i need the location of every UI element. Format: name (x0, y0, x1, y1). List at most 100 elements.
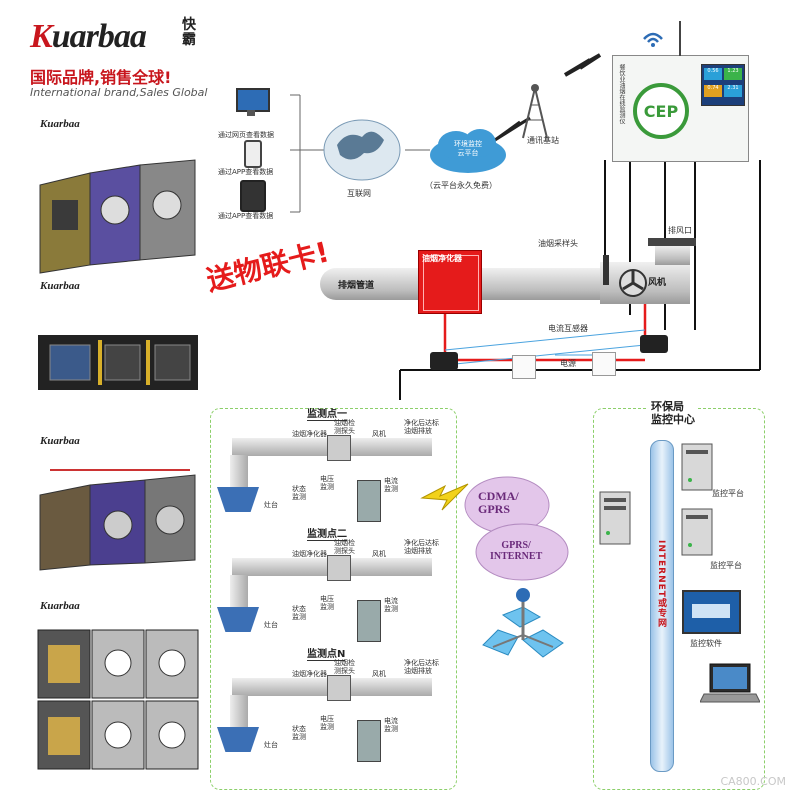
network-clouds (464, 476, 569, 581)
brand-slogan-en: International brand,Sales Global (30, 86, 208, 99)
monitor-reading-2: 1.23 (724, 68, 742, 80)
exhaust-pipe-label: 排烟管道 (338, 281, 375, 291)
internet-pillar-label: INTERNET或专网 (656, 540, 666, 628)
sampler-probe (603, 255, 609, 285)
site-fan-label: 风机 (372, 670, 386, 678)
platform1-label: 监控平台 (712, 489, 744, 498)
product-thumbnails: Kuarbaa Kuarbaa Kuarbaa Kuarbaa (30, 110, 205, 790)
monitoring-site-2: 监测点二 油烟净化器 油烟检 测探头 风机 净化后达标 油烟排放 状态 监测 电… (212, 525, 452, 647)
internet-pillar (650, 440, 674, 772)
site-standard-label: 净化后达标 油烟排放 (404, 659, 439, 675)
cloud-platform-icon (430, 129, 506, 173)
fan-icon (619, 269, 647, 297)
product-image-4 (37, 629, 199, 770)
thumb-logo-1: Kuarbaa (40, 118, 80, 130)
site-voltage-label: 电压 监测 (320, 715, 334, 731)
gprs-internet-label: GPRS/ INTERNET (490, 540, 543, 562)
duct-outlet (655, 245, 690, 265)
site-purifier-label: 油烟净化器 (292, 670, 327, 678)
outlet-label: 排风口 (668, 226, 692, 235)
purifier-box (418, 250, 482, 314)
socket-right (592, 352, 616, 376)
phone-device (244, 140, 262, 168)
laptop-icon (700, 663, 760, 703)
site-standard-label: 净化后达标 油烟排放 (404, 539, 439, 555)
site-standard-label: 净化后达标 油烟排放 (404, 419, 439, 435)
base-station-icon (522, 84, 548, 139)
product-image-1 (39, 159, 196, 274)
site-current-label: 电流 监测 (384, 717, 398, 733)
brand: Kuarbaa 快 霸 国际品牌,销售全球! International bra… (30, 17, 210, 100)
globe-icon (323, 119, 401, 181)
site-probe-label: 油烟检 测探头 (334, 659, 355, 675)
monitor-reading-3: 0.74 (704, 85, 722, 97)
site-current-label: 电流 监测 (384, 597, 398, 613)
site-voltage-label: 电压 监测 (320, 595, 334, 611)
monitor-name-vertical: 餐饮业油烟在线监测仪 (618, 64, 625, 124)
site-title: 监测点一 (307, 405, 347, 421)
brand-slogan-cn: 国际品牌,销售全球! (30, 68, 172, 87)
monitor-instrument: CEP 餐饮业油烟在线监测仪 0.56 1.23 0.74 2.31 (612, 21, 749, 162)
monitoring-sites-panel (210, 408, 457, 790)
site-title: 监测点二 (307, 525, 347, 541)
antenna-hub-icon (482, 588, 564, 658)
internet-label: 互联网 (347, 189, 371, 198)
brand-logo-text: uarbaa (51, 18, 147, 55)
svg-text:CEP: CEP (644, 102, 679, 121)
site-probe-label: 油烟检 测探头 (334, 539, 355, 555)
server-icon-platform2 (681, 508, 713, 556)
watermark: CA800.COM (720, 775, 786, 788)
product-image-3 (39, 469, 196, 571)
brand-logo-cn: 快 霸 (182, 17, 196, 48)
tablet-device (240, 180, 266, 212)
site-fan-label: 风机 (372, 430, 386, 438)
site-purifier-label: 油烟净化器 (292, 430, 327, 438)
monitoring-site-1: 监测点一 油烟净化器 油烟检 测探头 风机 净化后达标 油烟排放 状态 监测 电… (212, 405, 452, 527)
site-voltage-label: 电压 监测 (320, 475, 334, 491)
cdma-gprs-label: CDMA/ GPRS (478, 489, 519, 516)
software-label: 监控软件 (690, 639, 722, 648)
cep-logo-icon: CEP (633, 83, 689, 139)
site-status-label: 状态 监测 (292, 605, 306, 621)
server-icon-main (599, 491, 631, 545)
site-purifier-label: 油烟净化器 (292, 550, 327, 558)
monitoring-site-n: 监测点N 油烟净化器 油烟检 测探头 风机 净化后达标 油烟排放 状态 监测 电… (212, 645, 452, 767)
site-stove-label: 灶台 (264, 501, 278, 509)
socket-left (512, 355, 536, 379)
site-current-label: 电流 监测 (384, 477, 398, 493)
site-stove-label: 灶台 (264, 621, 278, 629)
site-status-label: 状态 监测 (292, 725, 306, 741)
cloud-platform-title: 环境监控 云平台 (454, 140, 482, 157)
outlet-cap (648, 238, 696, 246)
site-fan-label: 风机 (372, 550, 386, 558)
site-stove-label: 灶台 (264, 741, 278, 749)
fan-label: 风机 (648, 278, 667, 288)
thumb-logo-4: Kuarbaa (40, 600, 80, 612)
cloud-platform-note: （云平台永久免费） (425, 181, 497, 190)
sampler-label: 油烟采样头 (538, 239, 578, 248)
access-label-web: 通过网页查看数据 (218, 131, 274, 139)
site-title: 监测点N (307, 645, 346, 661)
access-label-app-1: 通过APP查看数据 (218, 168, 274, 176)
monitor-reading-4: 2.31 (724, 85, 742, 97)
current-sensor-right (640, 335, 668, 353)
monitor-reading-1: 0.56 (704, 68, 722, 80)
site-status-label: 状态 监测 (292, 485, 306, 501)
platform2-label: 监控平台 (710, 561, 742, 570)
thumb-logo-3: Kuarbaa (40, 435, 80, 447)
site-probe-label: 油烟检 测探头 (334, 419, 355, 435)
product-image-2 (38, 335, 198, 390)
power-label: 电源 (560, 359, 576, 368)
duct-middle (480, 268, 600, 300)
current-sensor-left (430, 352, 458, 370)
software-screen (682, 590, 741, 634)
exhaust-duct (320, 268, 420, 300)
current-sensor-label: 电流互感器 (548, 324, 588, 333)
monitor-screen: 0.56 1.23 0.74 2.31 (701, 64, 745, 106)
center-title: 环保局 监控中心 (648, 400, 698, 426)
brand-logo: Kuarbaa (30, 18, 147, 55)
wifi-icon (643, 32, 663, 47)
purifier-label: 油烟净化器 (422, 254, 462, 263)
pc-device (236, 88, 270, 116)
thumb-logo-2: Kuarbaa (40, 280, 80, 292)
